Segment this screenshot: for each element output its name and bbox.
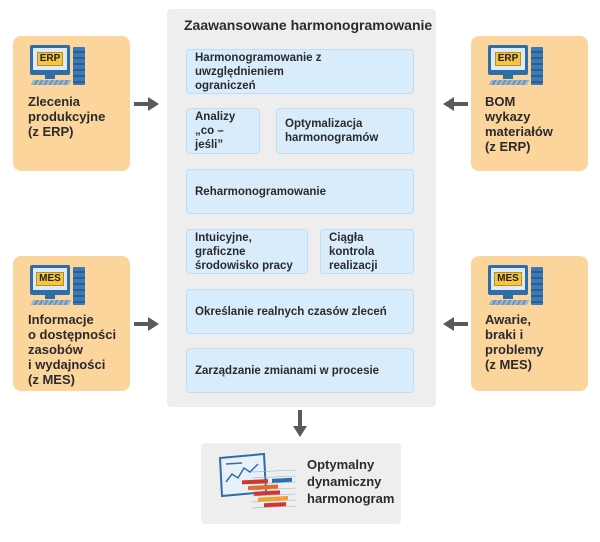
erp-computer-icon: ERP bbox=[30, 45, 86, 91]
arrow-left-icon bbox=[443, 317, 468, 331]
card-constrained-scheduling: Harmonogramowanie z uwzględnieniem ogran… bbox=[186, 49, 414, 94]
mes-failures-label: Awarie, braki i problemy (z MES) bbox=[485, 312, 544, 372]
erp-tag: ERP bbox=[36, 52, 64, 66]
erp-tag: ERP bbox=[494, 52, 522, 66]
card-rescheduling: Reharmonogramowanie bbox=[186, 169, 414, 214]
arrow-down-icon bbox=[293, 410, 307, 437]
arrow-right-icon bbox=[134, 317, 159, 331]
erp-orders-label: Zlecenia produkcyjne (z ERP) bbox=[28, 94, 106, 139]
panel-title: Zaawansowane harmonogramowanie bbox=[184, 17, 433, 33]
gantt-chart-icon bbox=[218, 452, 297, 509]
mes-tag: MES bbox=[494, 272, 522, 286]
card-what-if-analysis: Analizy „co – jeśli” bbox=[186, 108, 260, 154]
card-change-management: Zarządzanie zmianami w procesie bbox=[186, 348, 414, 393]
card-continuous-control: Ciągła kontrola realizacji bbox=[320, 229, 414, 274]
erp-computer-icon: ERP bbox=[488, 45, 544, 91]
mes-computer-icon: MES bbox=[488, 265, 544, 311]
optimal-schedule-label: Optymalny dynamiczny harmonogram bbox=[307, 457, 395, 506]
mes-computer-icon: MES bbox=[30, 265, 86, 311]
card-real-order-times: Określanie realnych czasów zleceń bbox=[186, 289, 414, 334]
card-graphical-environment: Intuicyjne, graficzne środowisko pracy bbox=[186, 229, 308, 274]
arrow-right-icon bbox=[134, 97, 159, 111]
mes-resources-label: Informacje o dostępności zasobów i wydaj… bbox=[28, 312, 117, 387]
card-schedule-optimization: Optymalizacja harmonogramów bbox=[276, 108, 414, 154]
erp-bom-label: BOM wykazy materiałów (z ERP) bbox=[485, 94, 553, 154]
arrow-left-icon bbox=[443, 97, 468, 111]
mes-tag: MES bbox=[36, 272, 64, 286]
